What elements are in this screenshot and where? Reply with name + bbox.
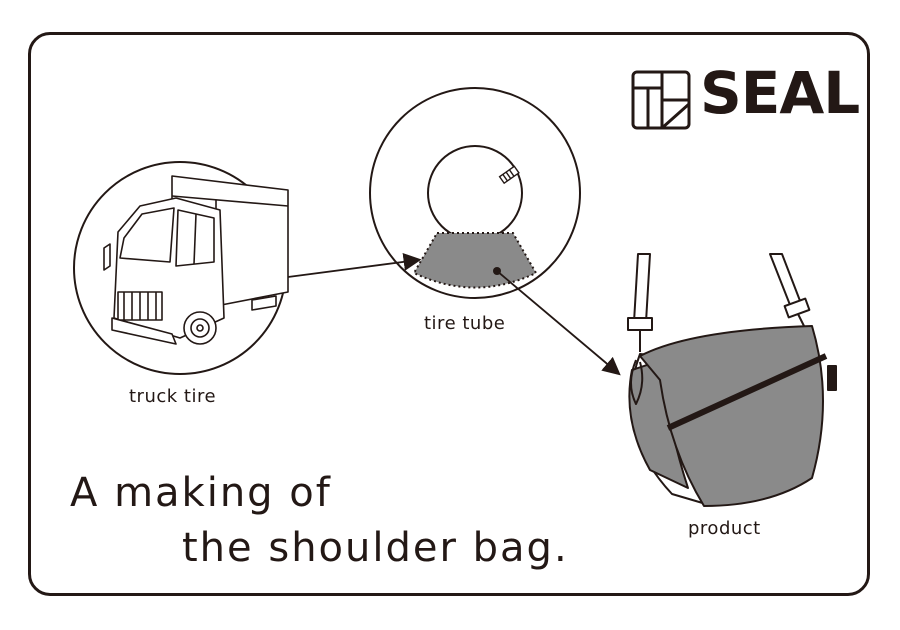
label-truck-tire: truck tire [129, 386, 217, 407]
tire-tube-illustration [369, 87, 581, 299]
label-product: product [688, 518, 761, 539]
arrow-truck-to-tube [287, 252, 422, 278]
seal-logo-mark-icon [631, 70, 691, 130]
shoulder-bag-illustration [627, 253, 837, 507]
brand-wordmark: SEAL [700, 59, 860, 127]
label-tire-tube: tire tube [424, 313, 506, 334]
truck-illustration [73, 161, 289, 375]
arrow-tube-to-product [496, 270, 621, 376]
headline-line-2: the shoulder bag. [182, 525, 569, 571]
tube-cut-section [412, 232, 538, 289]
diagram-card-border [28, 32, 870, 596]
headline-line-1: A making of [70, 470, 332, 516]
